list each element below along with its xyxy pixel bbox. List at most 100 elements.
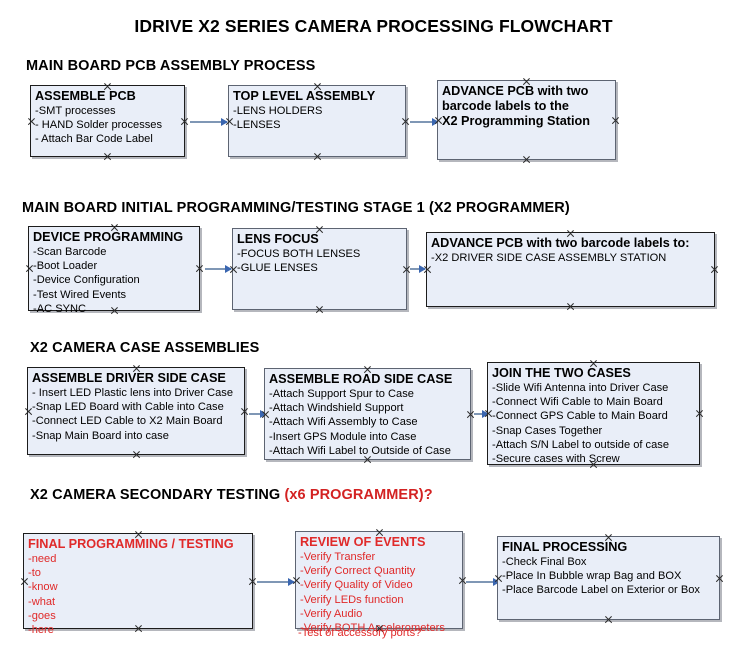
box-line: -Verify Audio bbox=[300, 607, 363, 620]
box-line: -Check Final Box bbox=[502, 556, 587, 568]
connector-handle-right[interactable] bbox=[248, 577, 257, 586]
box-line: -Secure cases with Screw bbox=[492, 453, 620, 466]
box-header: FINAL PROGRAMMING / TESTING bbox=[28, 537, 234, 551]
box-header: FINAL PROCESSING bbox=[502, 540, 628, 554]
connector-handle-right[interactable] bbox=[240, 407, 249, 416]
box-assemble-pcb[interactable]: ASSEMBLE PCB -SMT processes - HAND Solde… bbox=[30, 85, 185, 157]
box-header: ASSEMBLE DRIVER SIDE CASE bbox=[32, 371, 226, 385]
box-line: -Place In Bubble wrap Bag and BOX bbox=[502, 570, 682, 583]
box-line: -Attach Windshield Support bbox=[269, 402, 404, 415]
connector-handle-bottom[interactable] bbox=[103, 152, 112, 161]
section-heading-4-suffix: (x6 PROGRAMMER)? bbox=[284, 487, 433, 503]
arrow-shaft bbox=[410, 268, 425, 270]
box-advance-pcb-programming-station[interactable]: ADVANCE PCB with two barcode labels to t… bbox=[437, 80, 616, 160]
arrow-head bbox=[419, 264, 426, 273]
arrow-shaft bbox=[474, 413, 488, 415]
box-line: -Device Configuration bbox=[33, 274, 140, 287]
arrow-shaft bbox=[205, 268, 231, 270]
box-lens-focus[interactable]: LENS FOCUS -FOCUS BOTH LENSES -GLUE LENS… bbox=[232, 228, 407, 310]
arrow-head bbox=[221, 117, 228, 126]
box-line: -Verify Correct Quantity bbox=[300, 565, 416, 578]
connector-handle-right[interactable] bbox=[458, 576, 467, 585]
section-heading-1-text: MAIN BOARD PCB ASSEMBLY PROCESS bbox=[26, 58, 316, 74]
connector-arrow-4-2[interactable] bbox=[466, 577, 500, 586]
box-line: -GLUE LENSES bbox=[237, 262, 318, 275]
arrow-shaft bbox=[466, 581, 499, 583]
box-line: barcode labels to the bbox=[442, 99, 569, 113]
box-final-programming-testing[interactable]: FINAL PROGRAMMING / TESTING -need -to -k… bbox=[23, 533, 253, 636]
connector-arrow-2-2[interactable] bbox=[410, 264, 426, 273]
box-line: -Insert GPS Module into Case bbox=[269, 430, 417, 443]
box-line: -Scan Barcode bbox=[33, 246, 107, 258]
connector-handle-right[interactable] bbox=[611, 116, 620, 125]
connector-handle-bottom[interactable] bbox=[566, 302, 575, 311]
box-line: -LENSES bbox=[233, 119, 281, 132]
box-line: -know bbox=[28, 581, 58, 594]
connector-handle-right[interactable] bbox=[401, 117, 410, 126]
box-line: -Place Barcode Label on Exterior or Box bbox=[502, 584, 700, 597]
box-line: - Attach Bar Code Label bbox=[35, 133, 153, 146]
section-heading-4-text: X2 CAMERA SECONDARY TESTING bbox=[30, 487, 285, 503]
connector-handle-right[interactable] bbox=[695, 409, 704, 418]
section-heading-2-text: MAIN BOARD INITIAL PROGRAMMING/TESTING S… bbox=[22, 200, 570, 216]
arrow-shaft bbox=[249, 413, 266, 415]
connector-arrow-1-2[interactable] bbox=[410, 117, 439, 126]
connector-handle-right[interactable] bbox=[715, 574, 724, 583]
box-line: -Snap LED Board with Cable into Case bbox=[32, 401, 224, 414]
box-line: -Attach S/N Label to outside of case bbox=[492, 438, 669, 451]
box-line: -Verify Transfer bbox=[300, 551, 376, 563]
connector-handle-right[interactable] bbox=[195, 264, 204, 273]
box-line: -Verify BOTH Accelerometers bbox=[300, 622, 445, 635]
connector-handle-bottom[interactable] bbox=[315, 305, 324, 314]
connector-handle-bottom[interactable] bbox=[604, 615, 613, 624]
arrow-head bbox=[260, 409, 267, 418]
box-line: -LENS HOLDERS bbox=[233, 105, 323, 117]
box-final-processing[interactable]: FINAL PROCESSING -Check Final Box -Place… bbox=[497, 536, 720, 620]
connector-arrow-2-1[interactable] bbox=[205, 264, 232, 273]
connector-handle-right[interactable] bbox=[180, 117, 189, 126]
box-line: -what bbox=[28, 595, 56, 608]
box-header: REVIEW OF EVENTS bbox=[300, 535, 426, 549]
box-assemble-road-side-case[interactable]: ASSEMBLE ROAD SIDE CASE -Attach Support … bbox=[264, 368, 471, 460]
box-line: -AC SYNC bbox=[33, 302, 87, 315]
connector-arrow-3-2[interactable] bbox=[474, 409, 489, 418]
box-header: ASSEMBLE PCB bbox=[35, 89, 136, 103]
section-heading-3-text: X2 CAMERA CASE ASSEMBLIES bbox=[30, 340, 260, 356]
section-heading-3: X2 CAMERA CASE ASSEMBLIES bbox=[30, 340, 259, 356]
box-line: -X2 DRIVER SIDE CASE ASSEMBLY STATION bbox=[431, 252, 667, 264]
box-assemble-driver-side-case[interactable]: ASSEMBLE DRIVER SIDE CASE - Insert LED P… bbox=[27, 367, 245, 455]
box-header: LENS FOCUS bbox=[237, 232, 319, 246]
box-device-programming[interactable]: DEVICE PROGRAMMING -Scan Barcode -Boot L… bbox=[28, 226, 200, 315]
box-line: -FOCUS BOTH LENSES bbox=[237, 248, 361, 260]
box-line: -Test Wired Events bbox=[33, 288, 127, 301]
box-line: -Verify LEDs function bbox=[300, 593, 404, 606]
connector-handle-bottom[interactable] bbox=[132, 450, 141, 459]
section-heading-1: MAIN BOARD PCB ASSEMBLY PROCESS bbox=[26, 58, 315, 74]
connector-handle-bottom[interactable] bbox=[313, 152, 322, 161]
section-heading-2: MAIN BOARD INITIAL PROGRAMMING/TESTING S… bbox=[22, 200, 570, 216]
arrow-shaft bbox=[257, 581, 294, 583]
box-line: - Insert LED Plastic lens into Driver Ca… bbox=[32, 387, 233, 399]
arrow-head bbox=[288, 577, 295, 586]
box-review-of-events[interactable]: REVIEW OF EVENTS -Verify Transfer -Verif… bbox=[295, 531, 463, 634]
connector-arrow-3-1[interactable] bbox=[249, 409, 267, 418]
box-advance-pcb-driver-side-case[interactable]: ADVANCE PCB with two barcode labels to: … bbox=[426, 232, 715, 307]
connector-handle-bottom[interactable] bbox=[522, 155, 531, 164]
box-line: -Attach Support Spur to Case bbox=[269, 388, 414, 400]
arrow-shaft bbox=[190, 121, 227, 123]
connector-handle-right[interactable] bbox=[710, 265, 719, 274]
box-line: -Slide Wifi Antenna into Driver Case bbox=[492, 382, 669, 394]
box-line: -Boot Loader bbox=[33, 260, 98, 273]
box-join-the-two-cases[interactable]: JOIN THE TWO CASES -Slide Wifi Antenna i… bbox=[487, 362, 700, 465]
box-line: -here bbox=[28, 624, 54, 637]
connector-arrow-1-1[interactable] bbox=[190, 117, 228, 126]
box-top-level-assembly[interactable]: TOP LEVEL ASSEMBLY -LENS HOLDERS -LENSES bbox=[228, 85, 406, 157]
box-line: -Verify Quality of Video bbox=[300, 579, 413, 592]
box-line: -Connect GPS Cable to Main Board bbox=[492, 410, 668, 423]
box-line: -need bbox=[28, 553, 57, 565]
box-header: ADVANCE PCB with two barcode labels to: bbox=[431, 236, 690, 250]
connector-arrow-4-1[interactable] bbox=[257, 577, 295, 586]
box-header: ASSEMBLE ROAD SIDE CASE bbox=[269, 372, 453, 386]
box-line: -Snap Cases Together bbox=[492, 424, 603, 437]
